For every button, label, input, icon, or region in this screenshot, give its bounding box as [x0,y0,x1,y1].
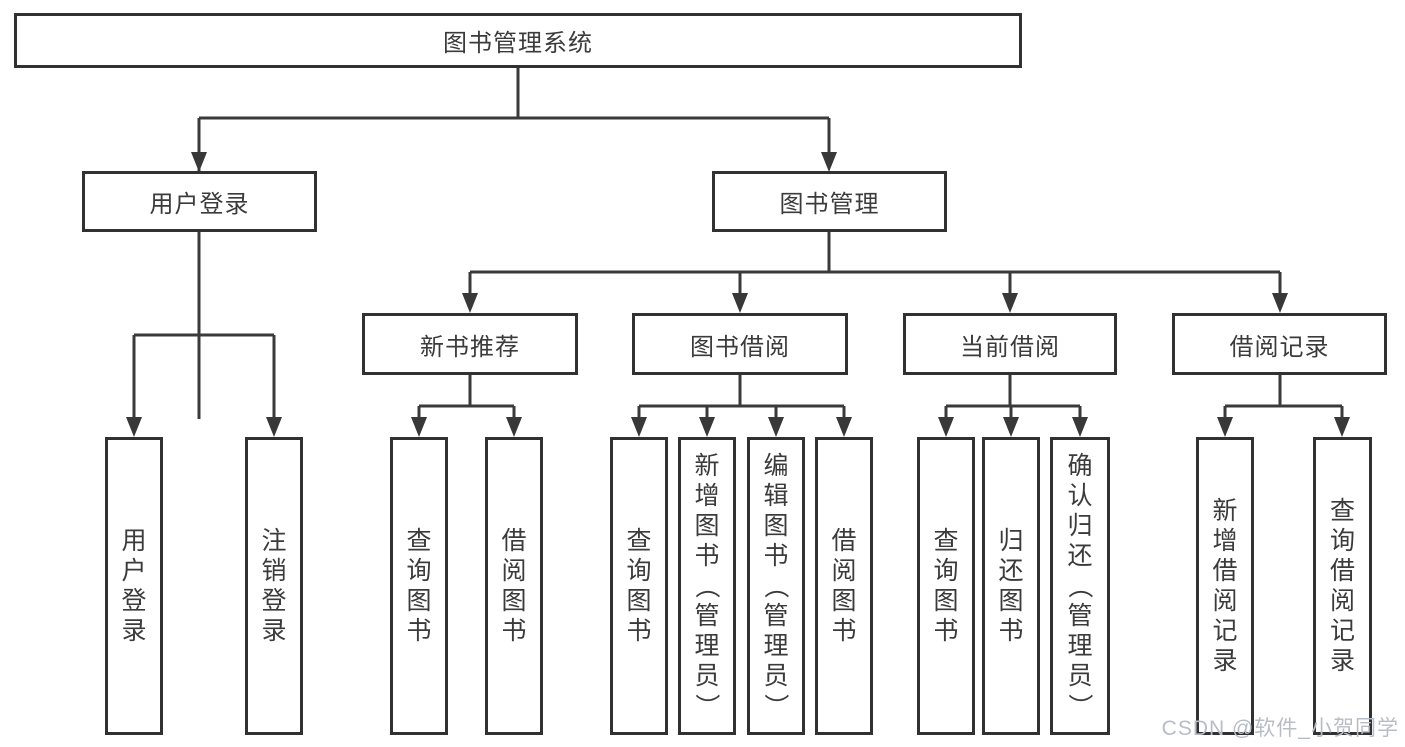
leaf-add-borrow-record: 新增借阅记录 [1196,437,1254,735]
leaf-logout: 注销登录 [245,437,303,735]
leaf-query-borrow-record: 查询借阅记录 [1313,437,1372,735]
node-book-borrow: 图书借阅 [632,313,848,375]
leaf-edit-book-admin: 编辑图书（管理员） [747,437,805,735]
leaf-query-books-recommend: 查询图书 [390,437,448,735]
leaf-confirm-return-admin: 确认归还（管理员） [1050,437,1110,735]
leaf-return-book: 归还图书 [982,437,1040,735]
node-borrow-records: 借阅记录 [1172,313,1387,375]
leaf-borrow-book: 借阅图书 [815,437,873,735]
leaf-user-login: 用户登录 [105,437,163,735]
node-library-management-system: 图书管理系统 [14,13,1022,68]
arrowheads [126,152,1350,437]
leaf-query-books-current: 查询图书 [917,437,975,735]
node-user-login: 用户登录 [82,171,317,232]
node-current-borrow: 当前借阅 [903,313,1117,375]
node-book-management: 图书管理 [712,171,947,232]
csdn-watermark: CSDN @软件_小贺同学 [1161,717,1399,740]
leaf-borrow-books-recommend: 借阅图书 [485,437,543,735]
leaf-query-books-borrow: 查询图书 [610,437,668,735]
leaf-add-book-admin: 新增图书（管理员） [678,437,736,735]
node-new-book-recommend: 新书推荐 [362,313,578,375]
